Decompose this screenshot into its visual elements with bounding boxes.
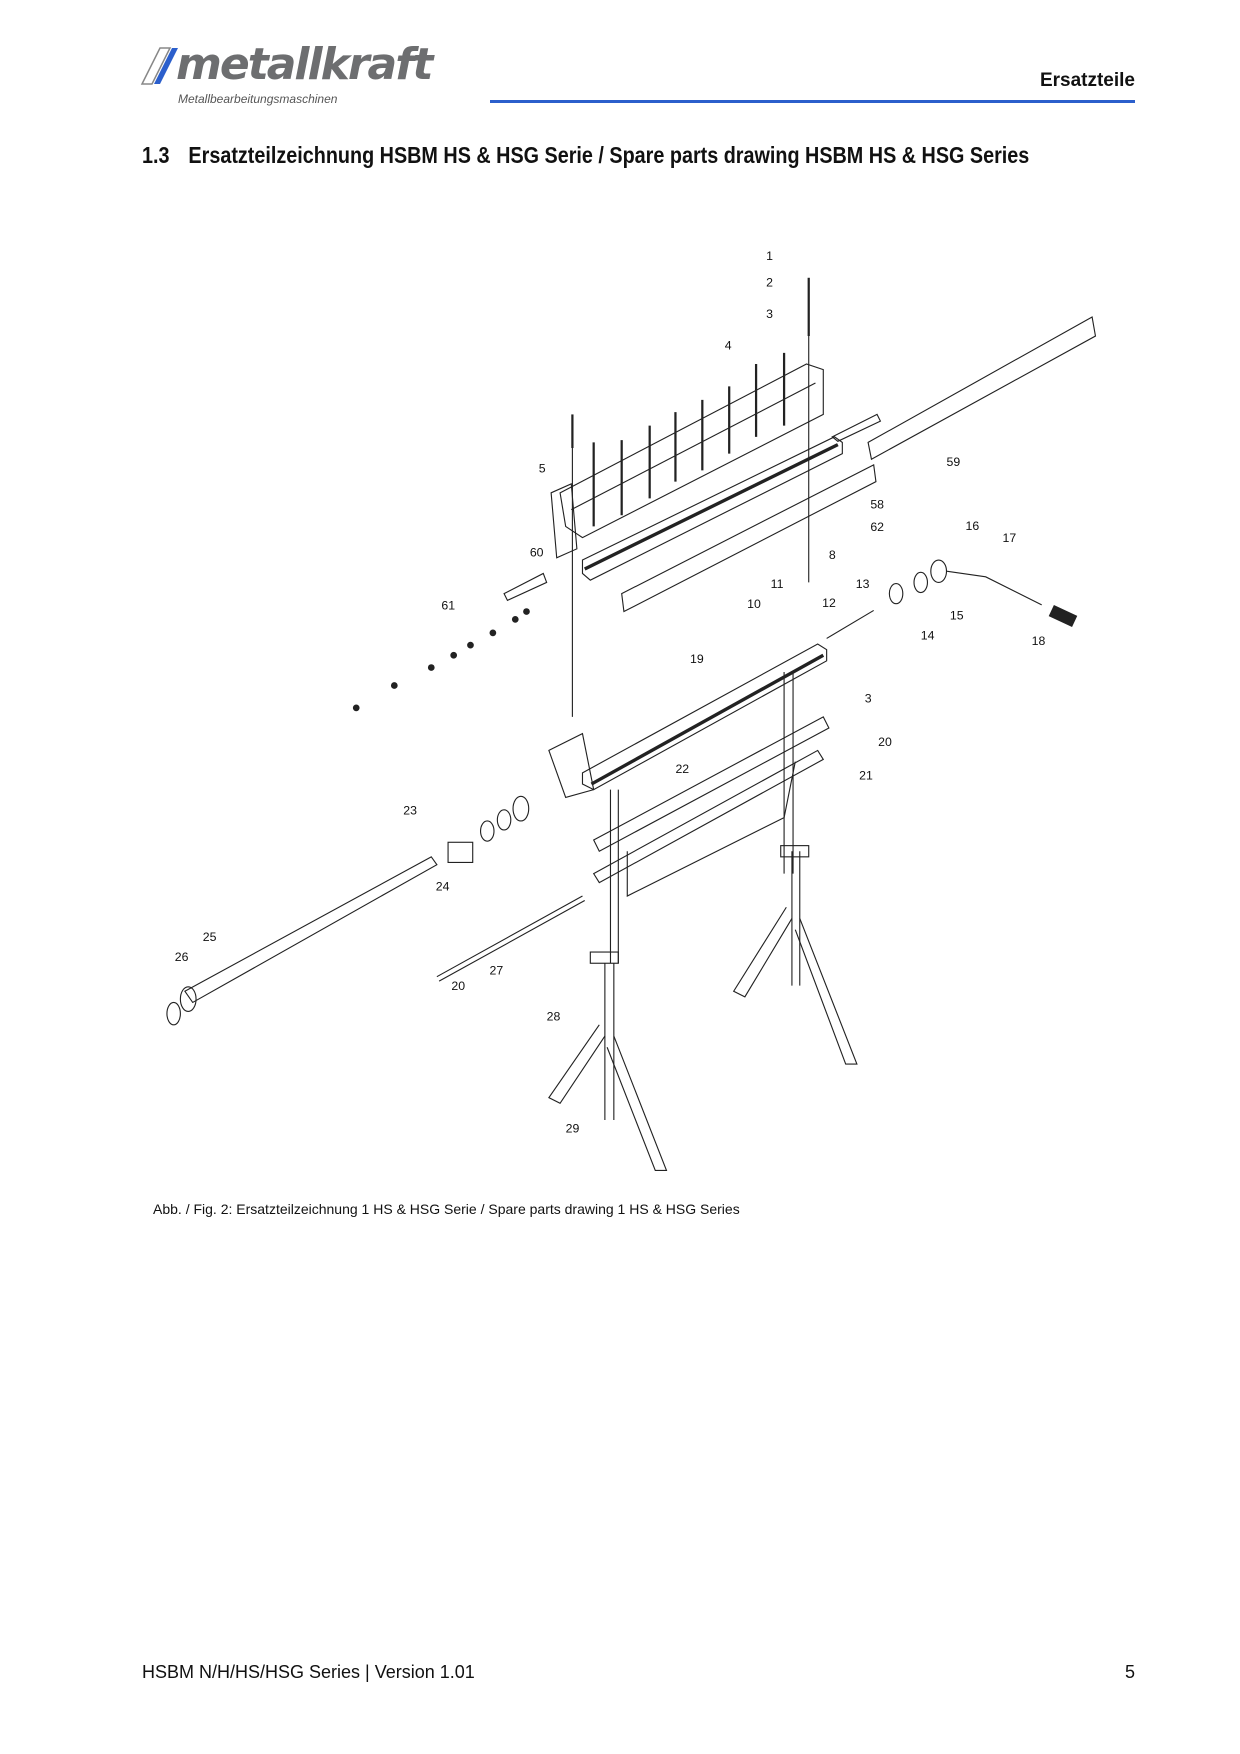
arrow-double-icon (831, 413, 882, 442)
callout: 28 (547, 1009, 561, 1023)
callout: 62 (870, 520, 884, 534)
callout: 60 (530, 546, 544, 560)
figure-caption: Abb. / Fig. 2: Ersatzteilzeichnung 1 HS … (153, 1201, 740, 1217)
page-title: 1.3 Ersatzteilzeichnung HSBM HS & HSG Ser… (142, 142, 1029, 169)
callout: 5 (539, 462, 546, 476)
callout: 3 (865, 691, 872, 705)
callout: 29 (566, 1121, 580, 1135)
callout: 11 (771, 577, 784, 591)
callout: 16 (966, 519, 980, 533)
callout: 61 (441, 598, 455, 612)
handle (888, 559, 1078, 628)
page-number: 5 (1124, 1662, 1135, 1682)
callout: 10 (747, 597, 761, 611)
frame (548, 672, 858, 1172)
callout: 2 (766, 276, 773, 290)
logo-wordmark: metallkraft (176, 39, 433, 90)
callout-labels: 1 2 3 4 5 59 58 62 60 8 16 17 13 11 10 1… (175, 249, 1046, 1136)
callout: 20 (878, 735, 892, 749)
logo-mark-icon (140, 47, 178, 85)
callout: 3 (766, 307, 773, 321)
callout: 25 (203, 930, 217, 944)
section-label: Ersatzteile (1039, 70, 1135, 91)
scale-bar (867, 316, 1097, 461)
callout: 17 (1002, 531, 1016, 545)
callout: 24 (436, 879, 450, 893)
section-title: Ersatzteilzeichnung HSBM HS & HSG Serie … (188, 142, 1030, 168)
callout: 59 (946, 455, 960, 469)
shaft (166, 795, 585, 1026)
callout: 15 (950, 608, 964, 622)
logo-subtitle: Metallbearbeitungsmaschinen (178, 92, 338, 106)
callout: 14 (921, 629, 935, 643)
bending-beam (548, 609, 874, 799)
clamp-bolts (571, 277, 810, 527)
callout: 19 (690, 652, 704, 666)
callout: 8 (829, 548, 836, 562)
footer-text: HSBM N/H/HS/HSG Series | Version 1.01 (142, 1662, 475, 1682)
upper-beam (550, 363, 877, 613)
section-number: 1.3 (142, 142, 170, 168)
metallkraft-logo: metallkraft Metallbearbeitungsmaschinen (140, 42, 470, 112)
callout: 22 (675, 762, 689, 776)
callout: 58 (870, 498, 884, 512)
callout: 1 (766, 249, 773, 263)
callout: 13 (856, 577, 870, 591)
callout: 21 (859, 769, 873, 783)
callout: 27 (490, 963, 504, 977)
callout: 12 (822, 596, 836, 610)
arrow-icon (503, 572, 548, 602)
stud-set (352, 608, 530, 712)
callout: 18 (1032, 634, 1046, 648)
header-rule (490, 100, 1135, 103)
callout: 26 (175, 950, 189, 964)
callout: 4 (725, 338, 732, 352)
callout: 20 (451, 979, 465, 993)
callout: 23 (403, 803, 417, 817)
